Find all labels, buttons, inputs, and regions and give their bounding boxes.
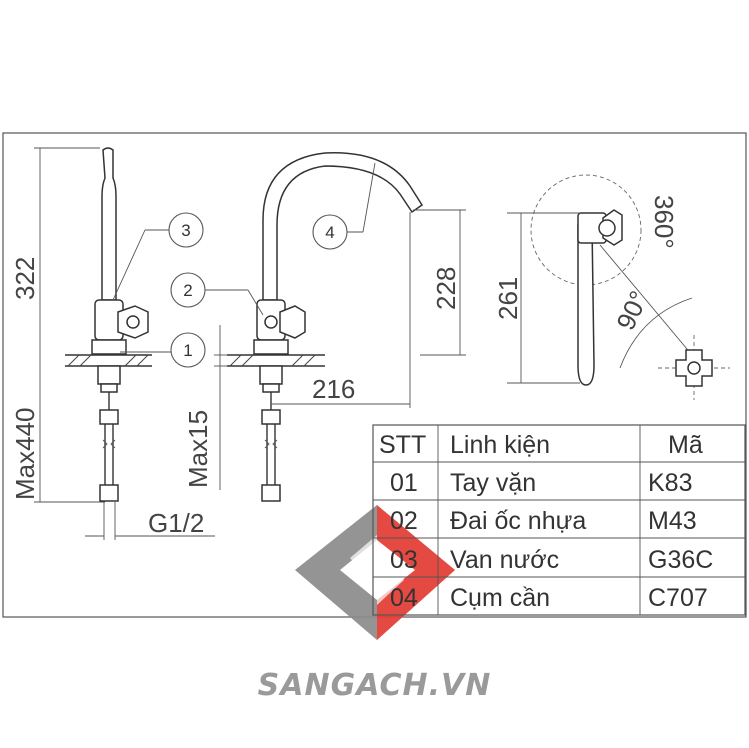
callout-3-circle [168, 212, 204, 248]
dim-360-label: 360° [649, 195, 679, 249]
callout-1-circle [170, 332, 206, 368]
callout-1-label: 1 [183, 341, 192, 360]
table-row-code: K83 [648, 469, 692, 497]
dim-max440-label: Max440 [10, 408, 40, 501]
dim-216-label: 216 [312, 374, 355, 404]
table-header-name: Linh kiện [450, 431, 550, 459]
table-row-name: Van nước [450, 546, 559, 574]
watermark-text: SANGACH.VN [257, 668, 492, 703]
callout-3-label: 3 [181, 221, 190, 240]
logo-gray-left [295, 505, 377, 640]
table-row-name: Đai ốc nhựa [450, 507, 586, 535]
table-row-code: C707 [648, 584, 708, 612]
table-row-stt: 02 [390, 507, 418, 535]
top-view: 261 360° 90° [493, 174, 730, 400]
dim-322-label: 322 [10, 257, 40, 300]
table-row-code: G36C [648, 546, 713, 574]
table-row-code: M43 [648, 507, 697, 535]
table-row-stt: 03 [390, 546, 418, 574]
table-header-stt: STT [379, 431, 426, 459]
callout-4-label: 4 [325, 223, 334, 242]
dim-max15-label: Max15 [183, 410, 213, 488]
table-row-stt: 04 [390, 584, 418, 612]
dim-90-label: 90° [610, 286, 654, 334]
dim-thread-label: G1/2 [148, 508, 204, 538]
dim-261-label: 261 [493, 277, 523, 320]
side-view-left: 322 Max440 G1/ [10, 147, 215, 540]
table-header-code: Mã [668, 431, 703, 459]
watermark-logo [295, 505, 455, 640]
callout-4-circle [312, 214, 348, 250]
parts-table: STT Linh kiện Mã 01 Tay vặn K83 02 Đai ố… [372, 424, 746, 616]
table-row-name: Cụm cần [450, 584, 550, 612]
table-row-stt: 01 [390, 469, 418, 497]
logo-red-right [377, 505, 455, 640]
callout-2-label: 2 [183, 281, 192, 300]
callout-2-circle [170, 272, 206, 308]
dim-228-label: 228 [431, 267, 461, 310]
table-row-name: Tay vặn [450, 469, 536, 497]
side-view-middle: 228 216 Max15 2 4 [170, 152, 466, 502]
